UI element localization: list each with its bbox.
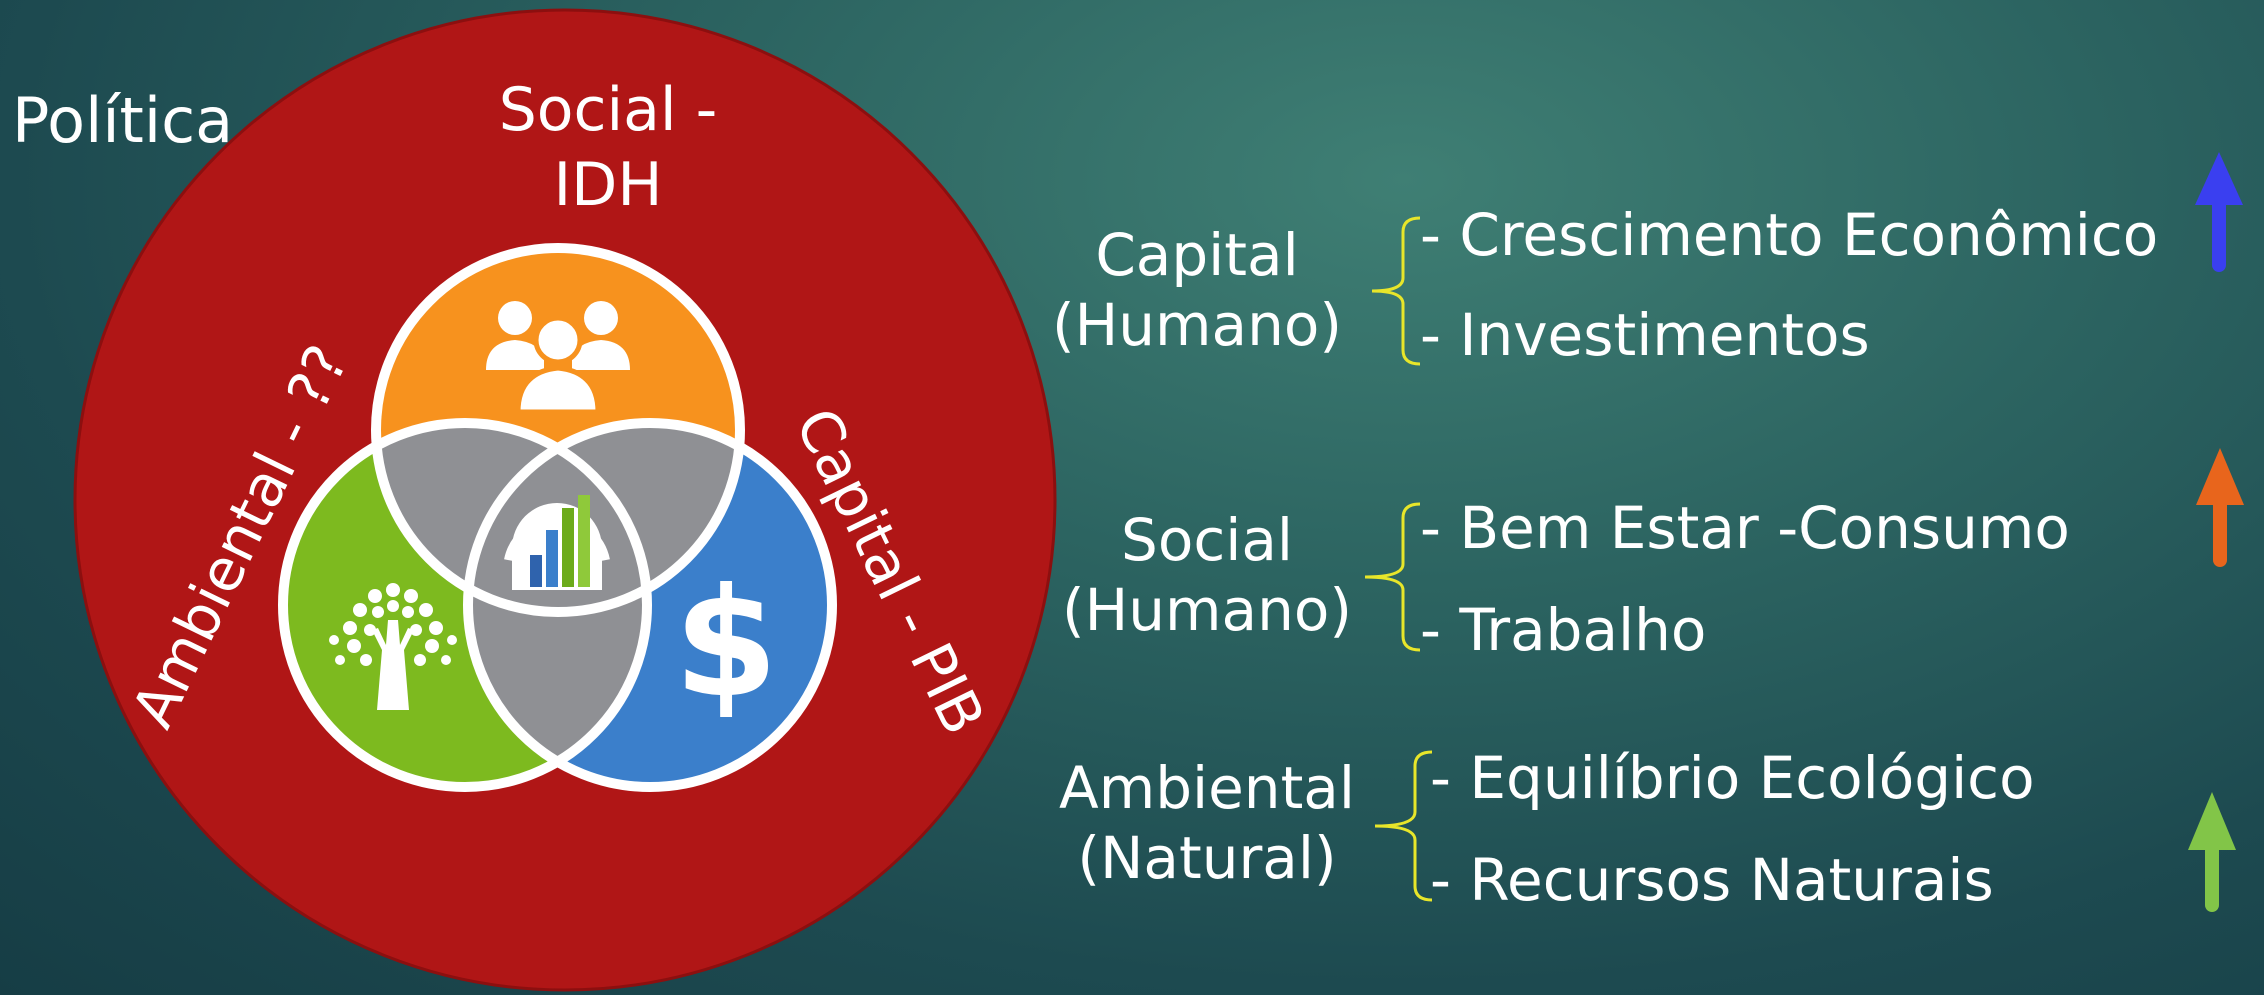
social-idh-label-line2: IDH <box>553 150 662 220</box>
tree-icon <box>329 583 457 710</box>
row-item: - Recursos Naturais <box>1430 846 1994 914</box>
social-circle-outline <box>371 243 745 617</box>
curly-brace <box>1374 750 1433 902</box>
row-environmental: Ambiental (Natural) - Equilíbrio Ecológi… <box>1059 744 2236 914</box>
row-item: - Investimentos <box>1420 301 1870 369</box>
capital-circle-outline <box>463 418 837 792</box>
people-group-icon <box>486 301 630 415</box>
row-category-line1: Social <box>1121 506 1293 574</box>
up-arrow-icon <box>2195 152 2243 272</box>
row-social: Social (Humano) - Bem Estar -Consumo - T… <box>1062 448 2244 664</box>
row-category-line1: Ambiental <box>1059 754 1355 822</box>
row-item: - Trabalho <box>1420 596 1706 664</box>
row-category-line2: (Humano) <box>1062 576 1352 644</box>
up-arrow-icon <box>2188 792 2236 912</box>
up-arrow-icon <box>2196 448 2244 567</box>
row-item: - Crescimento Econômico <box>1420 201 2158 269</box>
row-item: - Equilíbrio Ecológico <box>1430 744 2035 812</box>
row-item: - Bem Estar -Consumo <box>1420 494 2070 562</box>
politics-label: Política <box>12 84 233 157</box>
row-capital: Capital (Humano) - Crescimento Econômico… <box>1052 152 2243 369</box>
dollar-icon: $ <box>674 557 778 731</box>
curly-brace <box>1371 216 1421 366</box>
social-idh-label-line1: Social - <box>499 75 718 145</box>
environmental-circle-outline <box>278 418 652 792</box>
row-category-line2: (Humano) <box>1052 291 1342 359</box>
row-category-line2: (Natural) <box>1077 824 1336 892</box>
curly-brace <box>1364 502 1421 652</box>
bar-chart-icon <box>504 495 610 590</box>
row-category-line1: Capital <box>1095 221 1298 289</box>
